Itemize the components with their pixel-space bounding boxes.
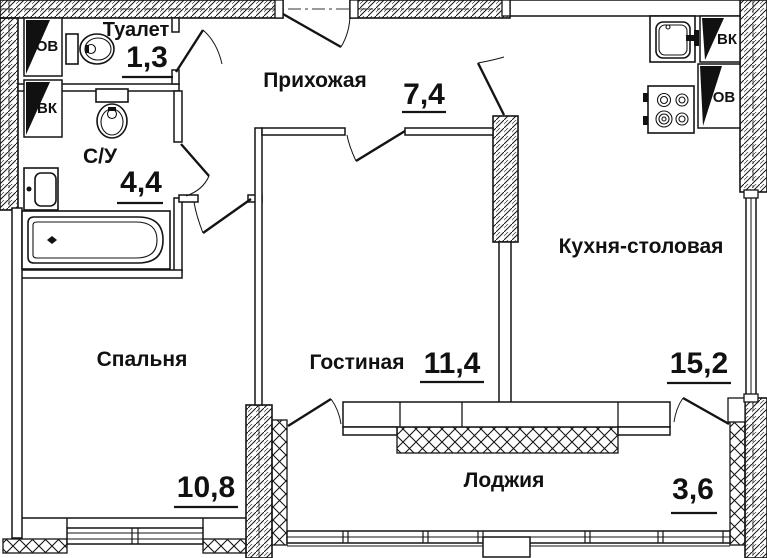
structural-pillar bbox=[492, 115, 519, 243]
shaft-label: ВК bbox=[37, 100, 58, 117]
entrance-door bbox=[282, 12, 351, 49]
toilet-door bbox=[174, 29, 223, 73]
kitchen-sink-icon bbox=[649, 15, 699, 63]
vent-shaft-ov-right: ОВ bbox=[697, 63, 741, 129]
room-toilet: Туалет 1,3 bbox=[103, 19, 173, 79]
living-room-door bbox=[346, 129, 406, 163]
interior-walls bbox=[11, 0, 746, 539]
shaft-label: ОВ bbox=[713, 89, 736, 106]
washbasin-icon bbox=[23, 167, 59, 211]
bedroom-window bbox=[66, 527, 204, 545]
loggia-right-pier bbox=[744, 397, 767, 558]
stove-icon bbox=[643, 85, 695, 134]
room-bedroom: Спальня 10,8 bbox=[97, 348, 238, 509]
bathtub-icon bbox=[21, 210, 171, 270]
loggia-window-wall bbox=[342, 401, 671, 436]
kitchen-window bbox=[743, 189, 759, 403]
room-area: 7,4 bbox=[403, 78, 445, 111]
living-loggia-door bbox=[287, 397, 342, 428]
room-label: С/У bbox=[83, 145, 118, 168]
room-hallway: Прихожая 7,4 bbox=[263, 69, 446, 114]
room-label: Прихожая bbox=[263, 69, 367, 92]
room-label: Лоджия bbox=[464, 469, 545, 492]
shaft-label: ОВ bbox=[36, 38, 59, 55]
toilet-icon bbox=[65, 33, 115, 65]
toilet-icon-bathroom bbox=[95, 88, 129, 139]
kitchen-door bbox=[476, 56, 506, 116]
room-label: Гостиная bbox=[310, 351, 405, 374]
shaft-label: ВК bbox=[717, 31, 738, 48]
bedroom-door bbox=[193, 198, 252, 234]
vent-shaft-vk-right: ВК bbox=[699, 15, 741, 63]
room-area: 15,2 bbox=[670, 347, 728, 380]
room-label: Спальня bbox=[97, 348, 188, 371]
room-area: 4,4 bbox=[120, 166, 162, 199]
room-area: 1,3 bbox=[126, 41, 168, 74]
room-area: 3,6 bbox=[672, 473, 714, 506]
room-area: 11,4 bbox=[424, 347, 481, 380]
vent-shaft-ov-left: ОВ bbox=[23, 17, 63, 77]
kitchen-loggia-door bbox=[673, 396, 730, 426]
room-label: Туалет bbox=[103, 19, 170, 41]
room-area: 10,8 bbox=[177, 471, 235, 504]
bathroom-door bbox=[180, 143, 210, 197]
room-loggia: Лоджия 3,6 bbox=[464, 469, 717, 515]
room-living: Гостиная 11,4 bbox=[310, 347, 484, 384]
room-label: Кухня-столовая bbox=[559, 235, 724, 258]
room-bathroom: С/У 4,4 bbox=[83, 145, 163, 205]
loggia-glazing bbox=[286, 530, 731, 558]
room-kitchen: Кухня-столовая 15,2 bbox=[559, 235, 731, 385]
vent-shaft-vk-left: ВК bbox=[23, 79, 63, 138]
